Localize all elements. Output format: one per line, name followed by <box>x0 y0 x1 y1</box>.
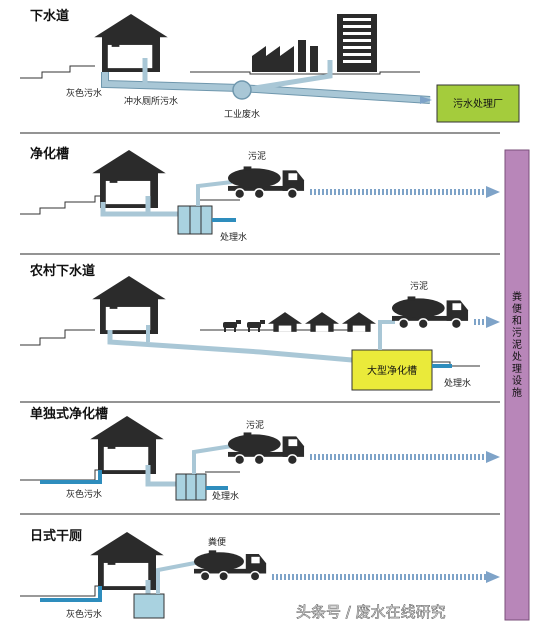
panel-rural-sewer: 农村下水道 大型净化槽 污泥 处理水 <box>20 263 500 403</box>
drain-pipe <box>145 465 176 487</box>
treated-water-label: 处理水 <box>444 377 471 389</box>
flow-arrow <box>486 571 500 583</box>
ground-line <box>20 65 95 79</box>
sludge-label: 污泥 <box>246 419 264 431</box>
treated-water-label: 处理水 <box>220 231 247 243</box>
facility-bar-char: 施 <box>512 386 522 399</box>
facility-bar-char: 处 <box>512 351 522 363</box>
flow-arrow <box>486 451 500 463</box>
gray-water-label: 灰色污水 <box>66 608 102 620</box>
industrial-label: 工业废水 <box>224 108 260 120</box>
rural-pipe <box>107 330 353 363</box>
house-icon <box>92 276 166 334</box>
gray-water-pipe <box>40 586 102 602</box>
large-tank-label: 大型净化槽 <box>367 364 417 377</box>
panel-title: 单独式净化槽 <box>30 406 108 422</box>
house-icon <box>94 14 168 72</box>
sludge-pipe <box>192 444 233 474</box>
panel-sewer: 下水道 灰色污水 冲水厕所污水 工业废水 污水处理厂 <box>20 8 520 134</box>
sewer-pipe <box>102 72 431 103</box>
drain-pipe <box>100 202 178 217</box>
septic-tank-icon <box>175 473 207 501</box>
ground-line <box>20 195 140 215</box>
truck-icon <box>392 296 469 330</box>
facility-bar-char: 粪 <box>512 290 522 303</box>
facility-bar-char: 泥 <box>512 338 522 351</box>
large-tank-box <box>351 349 433 391</box>
facility-bar-char: 理 <box>512 363 522 375</box>
sludge-pipe <box>378 320 395 350</box>
flow-arrow <box>486 316 500 328</box>
building-icon <box>337 14 377 72</box>
panel-individual-septic: 单独式净化槽 灰色污水 污泥 处理水 <box>20 406 500 515</box>
panel-title: 净化槽 <box>30 146 69 162</box>
manhole <box>232 80 252 100</box>
facility-bar-char: 污 <box>512 327 522 339</box>
gray-water-label: 灰色污水 <box>66 488 102 500</box>
watermark: 头条号 / 废水在线研究 <box>296 603 446 621</box>
facility-bar-char: 便 <box>512 302 522 315</box>
facility-bar <box>504 149 530 621</box>
sludge-label: 污泥 <box>248 150 266 162</box>
panel-title: 下水道 <box>30 8 69 24</box>
sludge-pipe <box>196 180 233 206</box>
toilet-water-label: 冲水厕所污水 <box>124 95 178 107</box>
hut-icon <box>305 312 339 332</box>
treated-water-label: 处理水 <box>212 490 239 502</box>
truck-icon <box>194 550 267 582</box>
treatment-plant-label: 污水处理厂 <box>453 98 503 110</box>
facility-bar-char: 设 <box>512 375 522 387</box>
septic-tank-icon <box>177 205 213 235</box>
flow-arrow <box>420 96 432 104</box>
treatment-plant-box <box>436 84 520 123</box>
industrial-pipe <box>254 60 333 91</box>
sludge-label: 污泥 <box>410 280 428 292</box>
house-icon <box>90 532 164 590</box>
excrement-label: 粪便 <box>208 536 226 548</box>
hut-icon <box>342 312 376 332</box>
factory-icon <box>252 40 318 72</box>
ground-line <box>190 71 420 75</box>
panel-title: 日式干厕 <box>30 528 82 544</box>
flow-arrow <box>486 186 500 198</box>
ground-line <box>20 329 95 346</box>
house-icon <box>90 416 164 474</box>
facility-bar-char: 和 <box>512 315 522 327</box>
hut-icon <box>268 312 302 332</box>
gray-water-label: 灰色污水 <box>66 87 102 99</box>
gray-water-pipe <box>40 470 102 484</box>
sludge-pipe <box>156 560 201 594</box>
panel-dry-toilet: 日式干厕 灰色污水 粪便 <box>20 528 500 620</box>
panel-title: 农村下水道 <box>29 263 95 279</box>
house-icon <box>92 150 166 208</box>
truck-icon <box>228 166 305 200</box>
pit-icon <box>133 593 165 619</box>
panel-septic: 净化槽 污泥 处理水 <box>20 146 500 255</box>
truck-icon <box>228 432 305 466</box>
